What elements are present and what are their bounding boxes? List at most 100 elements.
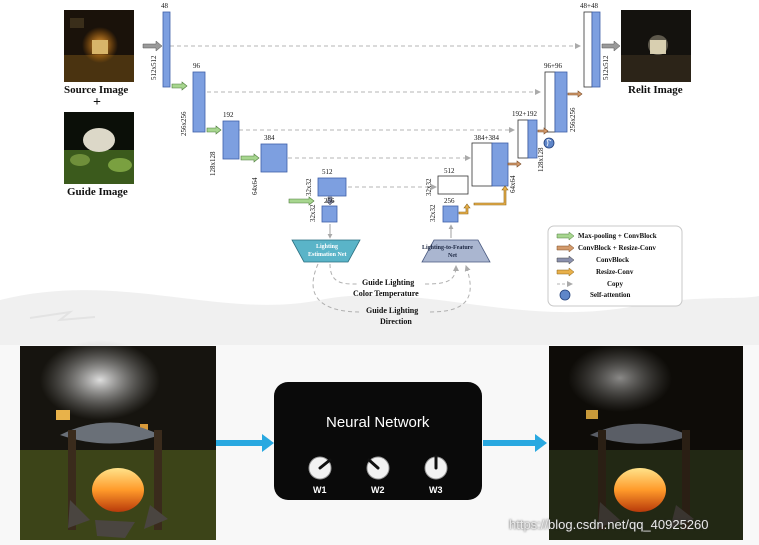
convblock-resize-arrow-2 — [537, 127, 549, 135]
enc-ch-3: 192 — [223, 111, 234, 119]
output-arrow — [601, 40, 621, 52]
encoder-block-5 — [317, 177, 347, 197]
legend-label-maxpool: Max-pooling + ConvBlock — [578, 232, 657, 240]
encoder-block-6 — [321, 205, 338, 223]
legend-label-resizeconv: Resize-Conv — [596, 268, 634, 276]
dec-ch-5: 512 — [444, 167, 455, 175]
plus-sign: + — [93, 95, 101, 110]
knob-w2 — [366, 456, 390, 480]
encoder-block-1 — [162, 11, 171, 88]
resize-conv-arrow-2 — [473, 185, 509, 206]
maxpool-arrow-4 — [288, 196, 315, 206]
self-attention-icon — [543, 137, 555, 149]
enc-size-3: 128x128 — [209, 151, 217, 177]
decoder-block-2-a — [544, 71, 556, 133]
legend-label-convblock: ConvBlock — [596, 256, 630, 264]
input-photo — [20, 340, 216, 540]
legend-swatch-maxpool — [556, 231, 575, 241]
dec-ch-3: 192+192 — [512, 110, 537, 118]
knob-w1 — [308, 456, 332, 480]
watermark: https://blog.csdn.net/qq_40925260 — [509, 517, 709, 532]
network-title: Neural Network — [326, 414, 430, 431]
enc-ch-6: 256 — [324, 197, 335, 205]
dec-size-2: 256x256 — [569, 107, 577, 133]
legend-box — [547, 225, 683, 307]
decoder-block-3-b — [527, 119, 538, 159]
enc-size-2: 256x256 — [180, 111, 188, 137]
guide-lighting-paths — [312, 263, 471, 313]
knob-w3 — [424, 454, 448, 480]
guide-direction-line1: Guide Lighting — [366, 306, 419, 315]
enc-size-4: 64x64 — [251, 177, 259, 196]
lighting-to-feature-net — [421, 224, 491, 263]
dec-size-3: 128x128 — [537, 147, 545, 173]
enc-ch-2: 96 — [193, 62, 200, 70]
enc-ch-5: 512 — [322, 168, 333, 176]
decoder-block-4-a — [471, 142, 493, 187]
output-photo — [549, 344, 743, 540]
encoder-block-4 — [260, 143, 288, 173]
decoder-block-1-a — [583, 11, 593, 88]
enc-size-5: 32x32 — [305, 178, 313, 197]
knob-label-w1: W1 — [313, 485, 327, 495]
guide-color-temp-line2: Color Temperature — [353, 289, 419, 298]
convblock-resize-arrow-1 — [507, 160, 522, 168]
knobs — [308, 454, 448, 480]
encoder-blocks — [162, 11, 347, 223]
encoder-block-2 — [192, 71, 206, 133]
source-image-label: Source Image — [64, 84, 129, 96]
enc-size-1: 512x512 — [150, 55, 158, 81]
maxpool-arrow-3 — [240, 153, 260, 163]
lighting-to-feature-line2: Net — [448, 253, 457, 259]
guide-image — [64, 112, 134, 184]
enc-ch-1: 48 — [161, 2, 168, 10]
input-arrow — [142, 40, 163, 52]
decoder-block-6 — [442, 205, 459, 223]
relit-image — [621, 10, 691, 82]
enc-ch-4: 384 — [264, 134, 275, 142]
lighting-estimation-line1: Lighting — [316, 244, 339, 250]
legend-swatch-attention — [559, 289, 571, 301]
dec-ch-2: 96+96 — [544, 62, 562, 70]
lighting-estimation-net — [291, 224, 361, 263]
encoder-block-3 — [222, 120, 240, 160]
dec-ch-1: 48+48 — [580, 2, 598, 10]
arrow-out-of-network — [483, 434, 547, 452]
decoder-block-2-b — [554, 71, 568, 133]
legend-label-convresize: ConvBlock + Resize-Conv — [578, 244, 656, 252]
lighting-estimation-line2: Estimation Net — [308, 252, 347, 258]
dec-size-6: 32x32 — [429, 204, 437, 223]
legend-swatch-resizeconv — [556, 267, 575, 277]
decoder-block-4-b — [491, 142, 509, 187]
decoder-block-5 — [437, 175, 469, 195]
dec-size-1: 512x512 — [602, 55, 610, 81]
legend-label-attention: Self-attention — [590, 291, 631, 299]
maxpool-arrow-2 — [206, 125, 222, 135]
dec-ch-6: 256 — [444, 197, 455, 205]
knob-label-w2: W2 — [371, 485, 385, 495]
convblock-resize-arrow-3 — [567, 90, 583, 98]
convblock-resize-arrows — [507, 90, 583, 168]
legend-label-copy: Copy — [607, 280, 623, 288]
io-arrows — [142, 40, 621, 52]
decoder-block-3-a — [517, 119, 529, 159]
self-attention-nodes — [543, 137, 555, 149]
flow-arrows — [216, 434, 547, 452]
skip-connections — [170, 43, 581, 190]
knob-label-w3: W3 — [429, 485, 443, 495]
dec-ch-4: 384+384 — [474, 134, 499, 142]
source-image — [64, 10, 134, 82]
guide-image-label: Guide Image — [67, 186, 128, 198]
maxpool-arrow-1 — [171, 81, 188, 91]
legend-swatch-convresize — [556, 243, 575, 253]
dec-size-4: 64x64 — [509, 175, 517, 194]
legend-swatch-convblock — [556, 255, 575, 265]
resize-conv-arrow-1 — [458, 203, 471, 215]
resize-conv-arrows — [458, 185, 509, 215]
relit-image-label: Relit Image — [628, 84, 683, 96]
dec-size-5: 32x32 — [425, 178, 433, 197]
guide-direction-line2: Direction — [380, 317, 412, 326]
convblock-arrow-down — [325, 196, 335, 206]
guide-color-temp-line1: Guide Lighting — [362, 278, 415, 287]
